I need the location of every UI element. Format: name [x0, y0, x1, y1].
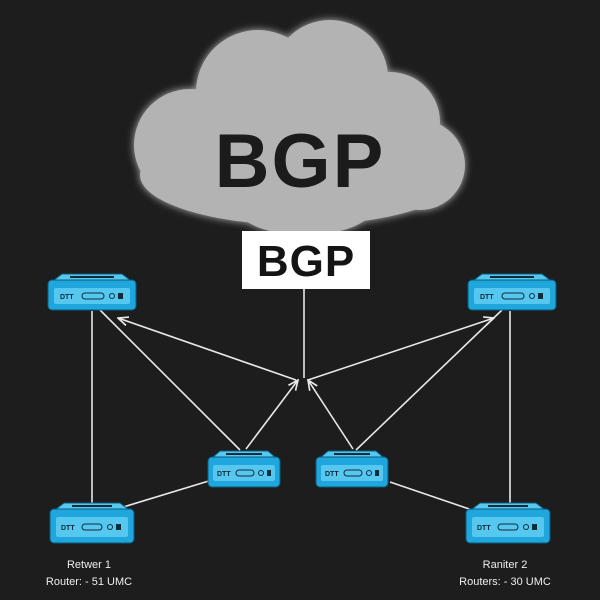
links: [91, 289, 511, 513]
link-topleft-to-midleft: [99, 309, 241, 451]
arrow-center-to-topleft: [118, 318, 297, 381]
caption-left-detail: Router: - 51 UMC: [46, 576, 132, 588]
caption-right-name: Raniter 2: [483, 559, 528, 571]
router-label: DTT: [217, 471, 231, 478]
router-top-left: DTT: [47, 273, 137, 311]
cloud: BGP: [134, 20, 465, 235]
caption-right: Raniter 2 Routers: - 30 UMC: [459, 559, 551, 588]
router-label: DTT: [480, 294, 494, 301]
router-middle-left: DTT: [207, 450, 281, 488]
bgp-protocol-box: BGP: [242, 231, 370, 289]
link-midright-to-bottomright: [389, 481, 479, 513]
router-top-right: DTT: [467, 273, 557, 311]
caption-right-detail: Routers: - 30 UMC: [459, 576, 551, 588]
router-label: DTT: [60, 294, 74, 301]
router-bottom-right: DTT: [465, 502, 551, 544]
router-bottom-left: DTT: [49, 502, 135, 544]
router-label: DTT: [61, 525, 75, 532]
link-topright-to-midright: [355, 309, 503, 451]
router-middle-right: DTT: [315, 450, 389, 488]
arrow-center-to-topright: [307, 318, 494, 381]
bgp-box-label: BGP: [257, 237, 355, 286]
link-bottomleft-to-midleft: [119, 479, 213, 509]
caption-left-name: Retwer 1: [67, 559, 111, 571]
router-label: DTT: [477, 525, 491, 532]
router-label: DTT: [325, 471, 339, 478]
arrow-midleft-to-center: [245, 380, 298, 450]
caption-left: Retwer 1 Router: - 51 UMC: [46, 559, 132, 588]
cloud-label: BGP: [215, 119, 386, 204]
arrow-midright-to-center: [308, 380, 354, 450]
